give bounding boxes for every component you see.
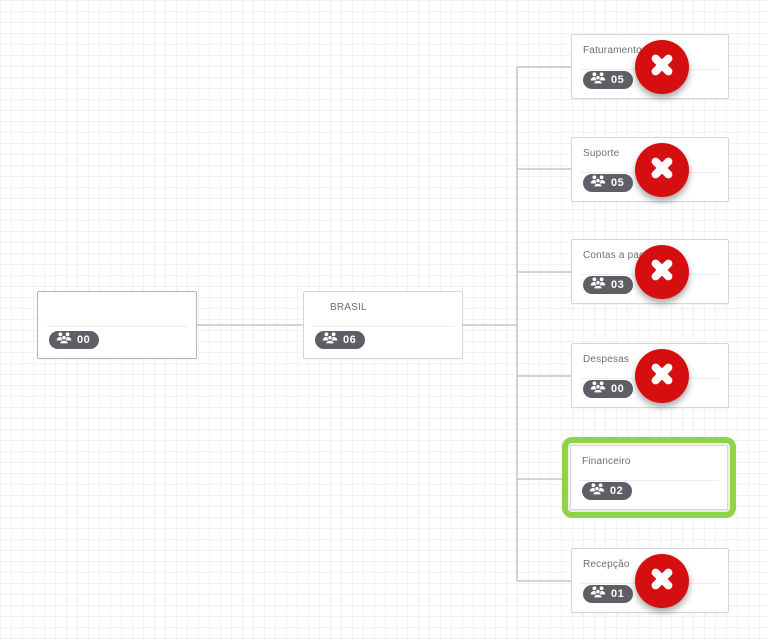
close-x-icon <box>646 152 678 189</box>
delete-node-button[interactable] <box>635 349 689 403</box>
users-icon <box>590 174 606 192</box>
member-count-badge: 02 <box>582 482 633 500</box>
users-icon <box>590 276 606 294</box>
org-node-root[interactable]: 00 <box>37 291 197 359</box>
member-count: 03 <box>611 279 625 291</box>
users-icon <box>590 585 606 603</box>
member-count: 01 <box>611 588 625 600</box>
member-count: 05 <box>611 74 625 86</box>
users-icon <box>590 380 606 398</box>
delete-node-button[interactable] <box>635 143 689 197</box>
org-node-financeiro[interactable]: Financeiro 02 <box>570 445 728 510</box>
member-count-badge: 01 <box>583 585 634 603</box>
member-count: 05 <box>611 177 625 189</box>
users-icon <box>56 331 72 349</box>
node-title: Financeiro <box>582 456 631 467</box>
users-icon <box>322 331 338 349</box>
member-count-badge: 05 <box>583 174 634 192</box>
member-count: 06 <box>343 334 357 346</box>
selected-node-outline: Financeiro 02 <box>562 437 736 518</box>
member-count: 00 <box>611 383 625 395</box>
node-title: Contas a pagar <box>583 250 655 261</box>
users-icon <box>590 71 606 89</box>
member-count-badge: 00 <box>49 331 100 349</box>
node-title: BRASIL <box>330 302 367 313</box>
close-x-icon <box>646 254 678 291</box>
org-node-brasil[interactable]: BRASIL 06 <box>303 291 463 359</box>
member-count-badge: 03 <box>583 276 634 294</box>
users-icon <box>589 482 605 500</box>
node-divider <box>312 326 454 327</box>
delete-node-button[interactable] <box>635 554 689 608</box>
node-title: Suporte <box>583 148 620 159</box>
close-x-icon <box>646 358 678 395</box>
node-title: Recepção <box>583 559 630 570</box>
node-divider <box>579 480 719 481</box>
close-x-icon <box>646 49 678 86</box>
delete-node-button[interactable] <box>635 245 689 299</box>
member-count-badge: 05 <box>583 71 634 89</box>
node-divider <box>46 326 188 327</box>
close-x-icon <box>646 563 678 600</box>
member-count: 00 <box>77 334 91 346</box>
member-count: 02 <box>610 485 624 497</box>
node-title: Despesas <box>583 354 630 365</box>
member-count-badge: 06 <box>315 331 366 349</box>
delete-node-button[interactable] <box>635 40 689 94</box>
node-title: Faturamento <box>583 45 642 56</box>
member-count-badge: 00 <box>583 380 634 398</box>
